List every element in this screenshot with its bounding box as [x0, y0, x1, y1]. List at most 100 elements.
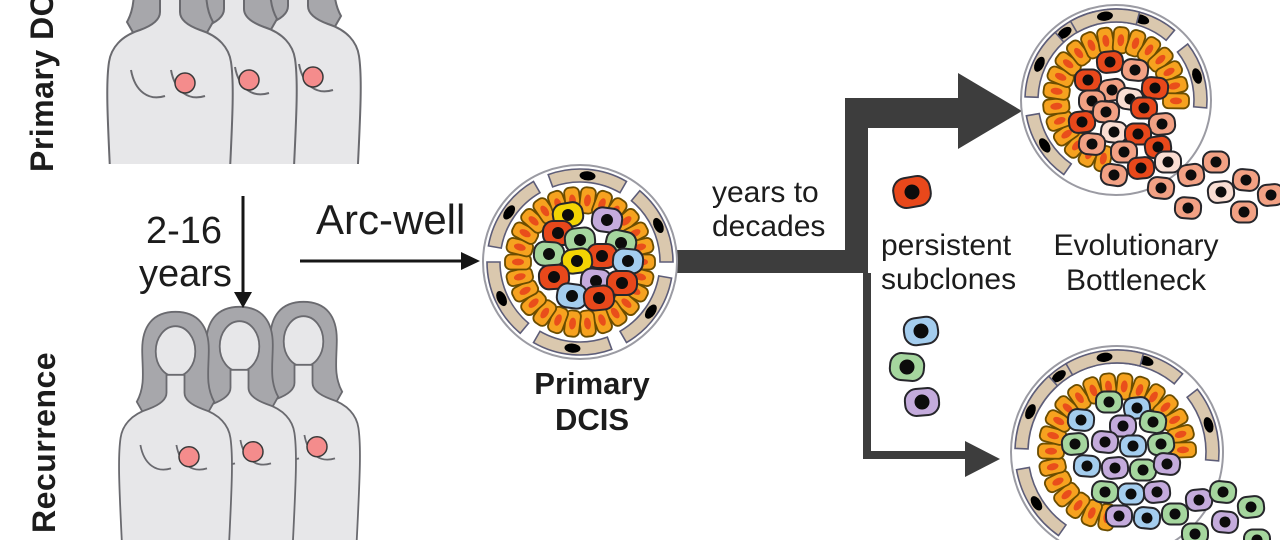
myoepithelial-cell — [487, 180, 542, 250]
purple-cell — [1105, 504, 1133, 528]
purple-cell — [1152, 452, 1182, 476]
myoepithelial-cell — [618, 274, 673, 344]
salmon-cell — [1099, 162, 1129, 188]
salmon-cell — [1077, 132, 1107, 156]
lightpink-cell — [1206, 180, 1236, 204]
salmon-cell — [1231, 168, 1261, 192]
myoepithelial-cell — [1186, 388, 1220, 462]
subclone-legend-cell-purple — [903, 387, 941, 417]
epithelial-cell — [1080, 31, 1103, 60]
subclone-legend-cell-red — [892, 175, 932, 209]
arc-well-label: Arc-well — [316, 196, 466, 243]
red-cell — [537, 263, 571, 291]
primary-dcis-duct — [482, 164, 678, 360]
recurrence-group-label: Recurrence — [26, 351, 62, 533]
subclone-legend-cell-green — [888, 352, 926, 382]
persistent-subclones-line2: subclones — [881, 263, 1017, 296]
green-cell — [1181, 522, 1209, 540]
salmon-cell — [1202, 150, 1230, 174]
purple-cell — [590, 206, 624, 234]
tumor-dot — [306, 435, 328, 458]
interval-line2: years — [139, 253, 232, 295]
purple-cell — [1090, 430, 1120, 454]
green-cell — [1138, 409, 1168, 435]
red-cell — [582, 284, 616, 312]
purple-cell — [1100, 456, 1130, 480]
tumor-dot — [178, 445, 200, 468]
red-cell — [1067, 110, 1097, 134]
green-cell — [532, 240, 566, 268]
purple-cell — [1184, 488, 1214, 512]
subclone-legend — [888, 175, 941, 417]
myoepithelial-cell — [1176, 42, 1208, 109]
arc-well-arrow — [300, 252, 480, 270]
epithelial-cell — [591, 305, 613, 335]
red-cell — [1126, 156, 1156, 180]
bottleneck-line2: Bottleneck — [1065, 264, 1207, 297]
blue-cell — [1072, 454, 1102, 478]
salmon-cell — [1146, 176, 1176, 200]
green-cell — [1060, 432, 1090, 456]
myoepithelial-cell — [1024, 31, 1065, 99]
salmon-cell — [1147, 112, 1177, 136]
interval-down-arrow — [234, 196, 252, 308]
primary-duct-caption: Primary DCIS — [512, 366, 672, 438]
timespan-line2: decades — [712, 210, 826, 243]
epithelial-cell — [1042, 97, 1071, 116]
timespan-line1: years to — [712, 176, 819, 209]
green-cell — [1236, 495, 1266, 519]
red-cell — [1095, 50, 1125, 74]
blue-cell — [555, 282, 589, 310]
red-cell — [1124, 122, 1152, 146]
tumor-dot — [238, 69, 260, 91]
red-cell — [1140, 76, 1170, 100]
red-cell — [606, 270, 638, 296]
salmon-cell — [1256, 183, 1280, 207]
purple-cell — [1210, 510, 1240, 534]
myoepithelial-cell — [532, 330, 613, 356]
blue-cell — [1117, 482, 1145, 506]
timespan-label: years to decades — [712, 176, 825, 244]
lightpink-cell — [1154, 150, 1182, 174]
green-cell — [1208, 480, 1238, 504]
red-cell — [1074, 68, 1102, 92]
patient-figures-recurrence — [118, 300, 361, 540]
green-cell — [1090, 480, 1120, 504]
recurrence-duct — [1010, 345, 1271, 540]
green-cell — [1161, 502, 1189, 526]
lightpink-cell — [1099, 120, 1129, 144]
myoepithelial-cell — [1015, 466, 1068, 537]
blue-cell — [1066, 408, 1096, 432]
purple-cell — [1142, 480, 1172, 504]
persistent-subclones-label: persistent subclones — [881, 229, 1016, 297]
green-cell — [1129, 458, 1157, 482]
salmon-cell — [1120, 58, 1150, 82]
epithelial-cell — [511, 221, 540, 245]
interval-line1: 2-16 — [145, 210, 223, 252]
epithelial-cell — [1162, 92, 1190, 110]
salmon-cell — [1110, 140, 1138, 164]
yellow-cell — [560, 247, 594, 275]
primary-duct-caption-line2: DCIS — [554, 402, 630, 437]
tumor-dot — [242, 440, 264, 463]
patient-figures-primary — [106, 0, 362, 164]
bottleneck-line1: Evolutionary — [1053, 229, 1219, 262]
green-cell — [1243, 528, 1271, 540]
myoepithelial-cell — [486, 261, 530, 335]
blue-cell — [1132, 506, 1162, 530]
salmon-cell — [1230, 200, 1258, 224]
tumor-dot — [174, 72, 196, 94]
flow-arrow — [660, 73, 1022, 477]
bottleneck-label: Evolutionary Bottleneck — [1036, 228, 1236, 298]
interval-label: 2-16 years — [139, 210, 232, 296]
primary-dcis-group-label: Primary DCIS — [24, 0, 60, 172]
flow-arrowhead-bottleneck — [958, 73, 1022, 149]
salmon-cell — [1091, 100, 1121, 124]
blue-cell — [1119, 434, 1147, 458]
green-cell — [1095, 390, 1123, 414]
salmon-cell — [1173, 196, 1203, 220]
myoepithelial-cell — [1014, 375, 1059, 450]
salmon-cell — [1176, 162, 1206, 188]
myoepithelial-cell — [547, 168, 628, 194]
